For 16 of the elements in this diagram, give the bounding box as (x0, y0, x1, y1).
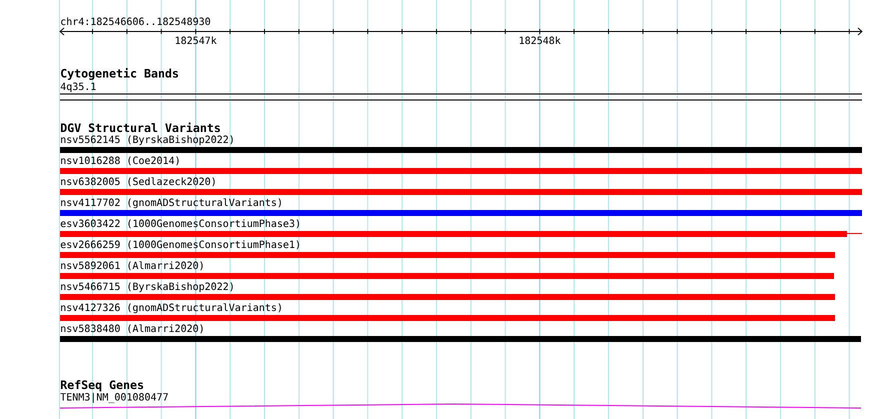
track-title: DGV Structural Variants (61, 122, 220, 132)
scale-label: 182548k (520, 36, 561, 44)
feature-label: nsv5466715 (ByrskaBishop2022) (61, 282, 233, 292)
feature-label: nsv5892061 (Almarri2020) (61, 261, 203, 270)
feature-label: nsv4117702 (gnomADStructuralVariants) (61, 198, 281, 208)
feature-label: esv2666259 (1000GenomesConsortiumPhase1) (60, 240, 299, 250)
band-label: 4q35.1 (60, 82, 96, 92)
feature-label: nsv5838480 (Almarri2020) (61, 324, 203, 334)
scale-label: 182547k (176, 36, 217, 44)
feature-label: nsv5562145 (ByrskaBishop2022) (61, 135, 233, 146)
location-label: chr4:182546606..182548930 (61, 17, 210, 26)
feature-label: nsv6382005 (Sedlazeck2020) (61, 177, 215, 186)
feature-label: nsv4127326 (gnomADStructuralVariants) (61, 303, 281, 314)
gene-label: TENM3|NM_001080477 (60, 392, 168, 403)
feature-label: nsv1016288 (Coe2014) (61, 156, 179, 166)
feature-label: esv3603422 (1000GenomesConsortiumPhase3) (60, 219, 299, 228)
